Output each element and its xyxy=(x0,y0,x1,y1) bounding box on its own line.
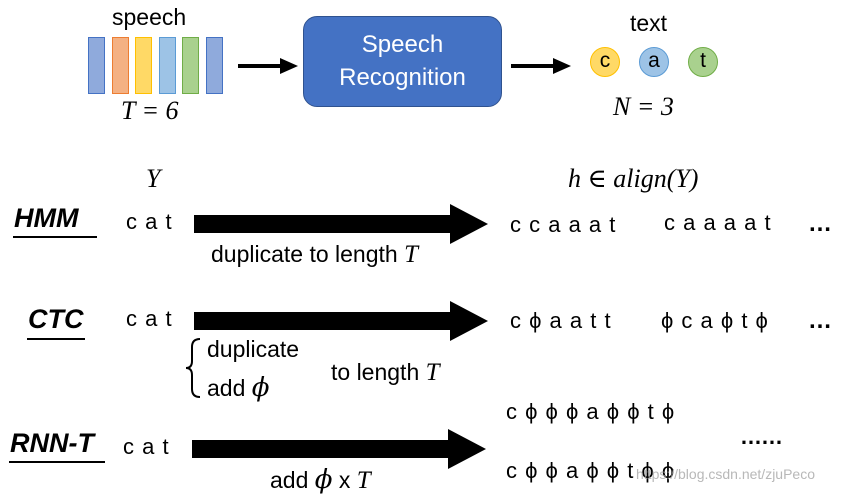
box-line2: Recognition xyxy=(339,64,466,91)
T-equals-label: T = 6 xyxy=(121,96,179,125)
hmm-output-2: c a a a a t xyxy=(664,210,772,235)
hmm-caption: duplicate to length T xyxy=(211,241,418,269)
hmm-arrow xyxy=(194,204,488,244)
header-align: h ∈ align(Y) xyxy=(568,164,699,193)
watermark-text: https://blog.csdn.net/zjuPeco xyxy=(636,466,815,482)
rnnt-caption-x: x xyxy=(338,467,351,493)
ctc-brace-line1: duplicate xyxy=(207,336,300,362)
ctc-underline xyxy=(27,338,85,340)
rnnt-caption: add ϕ x T xyxy=(270,465,371,495)
ctc-input: c a t xyxy=(126,306,173,331)
speech-label: speech xyxy=(112,4,187,30)
ctc-output-2: ϕ c a ϕ t ϕ xyxy=(661,308,769,333)
speech-frame xyxy=(135,37,153,94)
rnnt-output-2: c ϕ ϕ a ϕ ϕ t ϕ ϕ xyxy=(506,458,676,483)
method-hmm: HMM xyxy=(14,203,79,233)
rnnt-arrow xyxy=(192,429,486,469)
method-ctc: CTC xyxy=(28,304,84,334)
token-c: c xyxy=(590,47,620,77)
ctc-arrow xyxy=(194,301,488,341)
rnnt-caption-var: T xyxy=(356,467,371,494)
speech-frame xyxy=(88,37,105,94)
hmm-input: c a t xyxy=(126,209,173,234)
method-rnnt: RNN-T xyxy=(10,428,94,458)
speech-frame xyxy=(182,37,200,94)
hmm-output-1: c c a a a t xyxy=(510,212,617,237)
arrow-from-box xyxy=(511,58,571,74)
rnnt-ellipsis: …… xyxy=(740,424,783,449)
N-equals-label: N = 3 xyxy=(613,92,674,121)
hmm-ellipsis: … xyxy=(808,210,832,237)
token-t: t xyxy=(688,47,718,77)
ctc-phi: ϕ xyxy=(251,373,270,403)
ctc-add-text: add xyxy=(207,375,246,401)
hmm-caption-var: T xyxy=(404,241,418,268)
speech-frame xyxy=(111,37,129,94)
header-Y: Y xyxy=(146,164,161,193)
hmm-caption-text: duplicate to length xyxy=(211,241,398,267)
arrow-to-box xyxy=(238,58,298,74)
ctc-output-1: c ϕ a a t t xyxy=(510,308,612,333)
ctc-caption-text: to length xyxy=(331,359,420,385)
rnnt-input: c a t xyxy=(123,434,170,459)
rnnt-output-1: c ϕ ϕ ϕ a ϕ ϕ t ϕ xyxy=(506,399,676,424)
speech-frame xyxy=(206,37,223,94)
ctc-caption-var: T xyxy=(425,359,440,386)
rnnt-underline xyxy=(9,461,105,463)
rnnt-caption-add: add xyxy=(270,467,309,493)
ctc-caption: to length T xyxy=(331,359,440,387)
ctc-ellipsis: … xyxy=(808,307,832,334)
token-a: a xyxy=(639,47,669,77)
rnnt-caption-phi: ϕ xyxy=(314,465,333,495)
hmm-underline xyxy=(13,236,97,238)
text-label: text xyxy=(630,10,668,36)
speech-frame xyxy=(158,37,176,94)
speech-recognition-box: Speech Recognition xyxy=(303,16,502,107)
ctc-brace-line2: add ϕ xyxy=(207,373,270,403)
ctc-brace xyxy=(185,338,201,398)
box-line1: Speech xyxy=(361,31,444,58)
